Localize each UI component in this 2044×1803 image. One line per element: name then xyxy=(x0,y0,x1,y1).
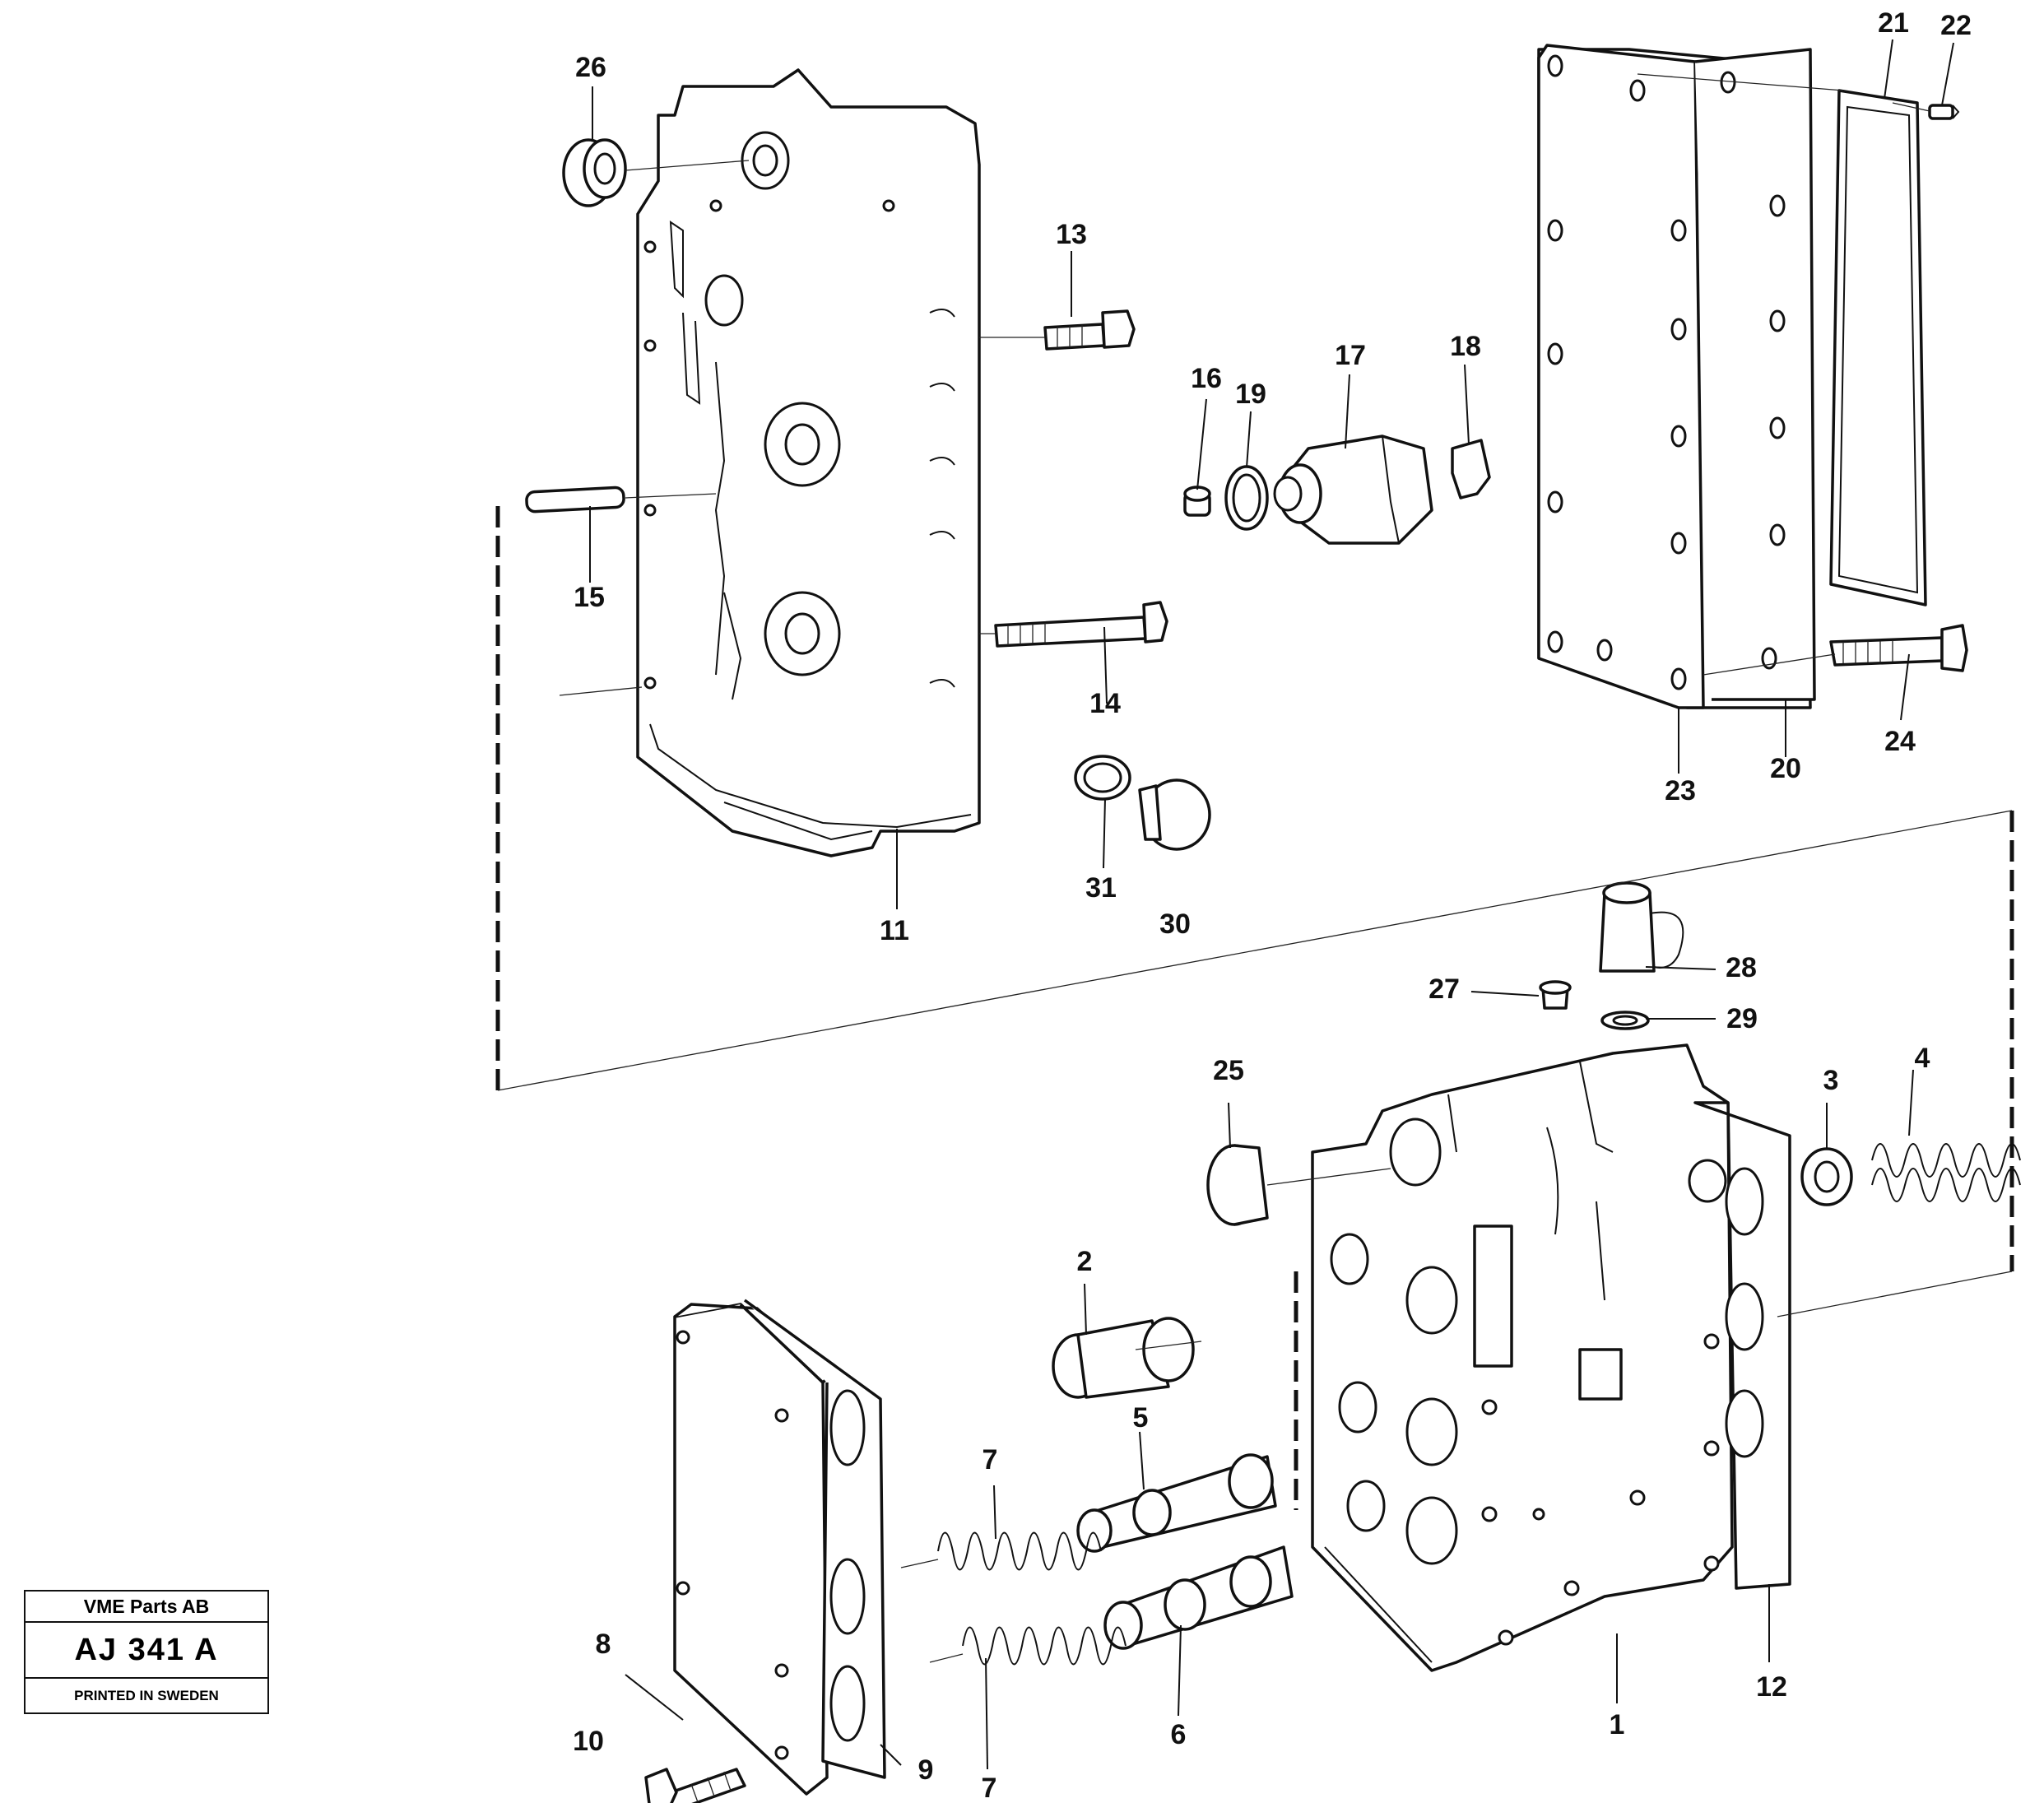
gasket-12 xyxy=(1693,1101,1791,1590)
plug-16 xyxy=(1183,486,1211,517)
pin-15 xyxy=(525,486,625,513)
callout-2: 2 xyxy=(1077,1246,1093,1277)
callout-28: 28 xyxy=(1726,952,1757,983)
drawing-number: AJ 341 A xyxy=(26,1623,267,1679)
plug-27 xyxy=(1539,980,1572,1010)
callout-27: 27 xyxy=(1428,974,1460,1005)
valve-housing-lower xyxy=(1311,1043,1734,1672)
callout-10: 10 xyxy=(573,1726,604,1757)
callout-21: 21 xyxy=(1878,7,1909,39)
callout-8: 8 xyxy=(596,1629,611,1660)
callout-29: 29 xyxy=(1726,1003,1758,1034)
spool-5 xyxy=(1076,1453,1277,1553)
callout-14: 14 xyxy=(1089,688,1121,719)
callout-3: 3 xyxy=(1823,1065,1839,1096)
callout-11: 11 xyxy=(880,915,909,946)
callout-20: 20 xyxy=(1770,753,1801,784)
gasket-20 xyxy=(1694,48,1816,701)
callout-23: 23 xyxy=(1665,775,1696,806)
callout-7-lower: 7 xyxy=(982,1773,997,1803)
bolt-24 xyxy=(1829,624,1968,672)
test-fitting-28 xyxy=(1599,881,1684,973)
callout-5: 5 xyxy=(1133,1402,1149,1434)
end-cover-8 xyxy=(673,1303,833,1796)
spring-seat-3 xyxy=(1800,1147,1853,1206)
leader-lines xyxy=(589,39,1954,1770)
plug-30 xyxy=(1138,778,1211,851)
title-block: VME Parts AB AJ 341 A PRINTED IN SWEDEN xyxy=(24,1590,269,1714)
gasket-9 xyxy=(743,1299,886,1779)
callout-9: 9 xyxy=(918,1754,934,1786)
o-ring-19 xyxy=(1224,465,1269,531)
company-name: VME Parts AB xyxy=(26,1592,267,1623)
callout-1: 1 xyxy=(1610,1709,1625,1740)
callout-16: 16 xyxy=(1191,363,1222,394)
clip-18 xyxy=(1451,439,1491,500)
screw-22 xyxy=(1928,104,1960,120)
solenoid-valve-17 xyxy=(1273,434,1433,545)
callout-4: 4 xyxy=(1915,1043,1930,1074)
assembly-guide-lines xyxy=(495,73,2014,1663)
plate-21 xyxy=(1829,89,1927,606)
callout-25: 25 xyxy=(1213,1055,1244,1086)
callout-22: 22 xyxy=(1940,10,1972,41)
valve-housing-upper xyxy=(636,68,981,857)
spring-4 xyxy=(1871,1143,2021,1202)
plug-25 xyxy=(1206,1144,1269,1226)
callout-19: 19 xyxy=(1235,379,1266,410)
washer-29 xyxy=(1600,1011,1650,1030)
callout-24: 24 xyxy=(1884,726,1916,757)
o-ring-31 xyxy=(1074,755,1131,801)
bolt-10 xyxy=(644,1768,746,1803)
spool-6 xyxy=(1103,1545,1294,1650)
callout-17: 17 xyxy=(1335,340,1366,371)
print-note: PRINTED IN SWEDEN xyxy=(74,1687,219,1703)
callout-18: 18 xyxy=(1450,331,1481,362)
callout-31: 31 xyxy=(1085,872,1117,904)
callout-30: 30 xyxy=(1159,908,1191,940)
spring-7-lower xyxy=(962,1626,1127,1666)
callout-6: 6 xyxy=(1171,1719,1187,1750)
callout-numbers: 1 2 3 4 5 6 7 7 8 9 10 11 12 13 14 15 16… xyxy=(573,7,1972,1803)
screw-13 xyxy=(1043,309,1136,351)
callout-15: 15 xyxy=(574,582,605,613)
spool-2 xyxy=(1052,1317,1195,1399)
callout-13: 13 xyxy=(1056,219,1087,250)
spring-7-upper xyxy=(937,1531,1102,1571)
plug-26 xyxy=(562,138,627,207)
callout-12: 12 xyxy=(1756,1671,1787,1703)
screw-14 xyxy=(994,601,1168,648)
callout-7-upper: 7 xyxy=(983,1444,998,1475)
callout-26: 26 xyxy=(575,52,606,83)
